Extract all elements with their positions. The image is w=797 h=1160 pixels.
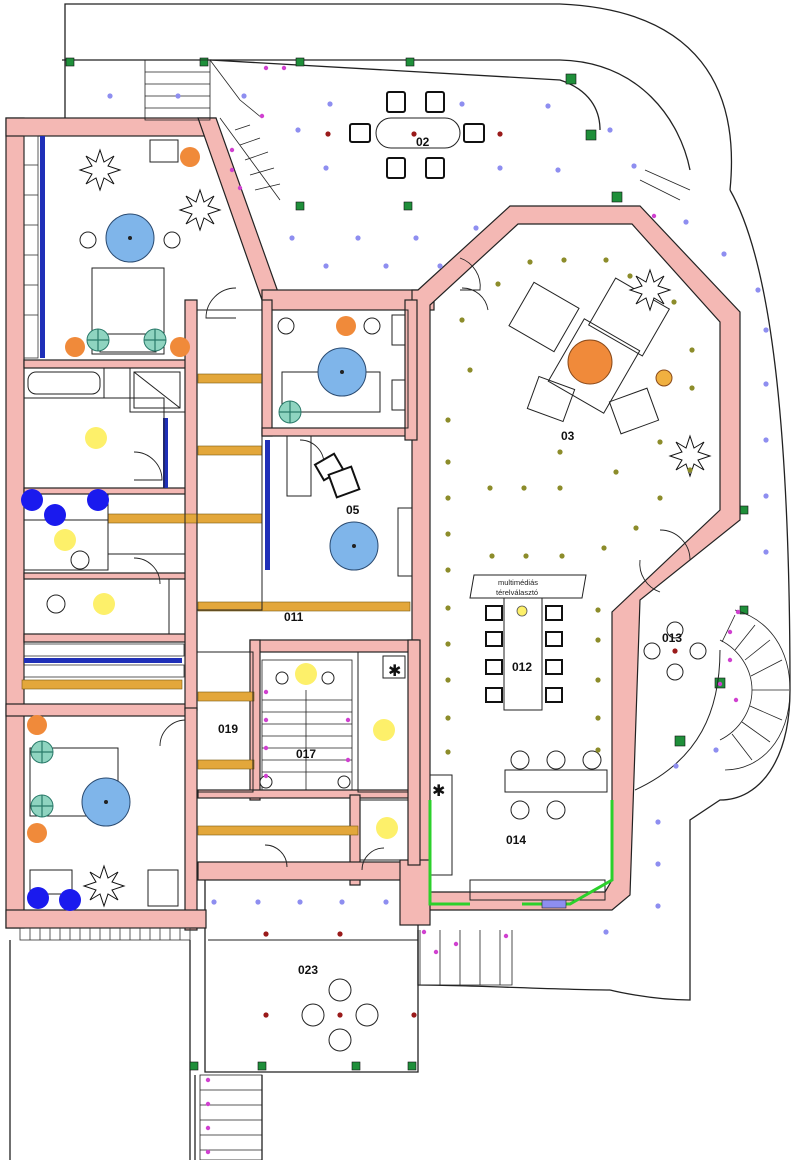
- star-icon: ✱ ✱: [388, 661, 445, 800]
- blue-window-bars: [24, 136, 270, 663]
- room-label-02: 02: [416, 135, 430, 149]
- lilac-dots: [107, 93, 769, 935]
- room-label-011: 011: [284, 610, 304, 624]
- room-label-023: 023: [298, 963, 318, 977]
- plant-icon: [78, 148, 712, 908]
- terrace-outlines: [9, 3, 791, 1160]
- kitchen-appliance: [541, 899, 567, 909]
- room-label-05: 05: [346, 503, 360, 517]
- sign-line-1: multimédiás: [498, 578, 538, 587]
- door-arc-icon: [133, 257, 691, 871]
- room-label-013: 013: [662, 631, 682, 645]
- room-labels: 02 03 05 011 012 013 014 017 019 023: [218, 135, 682, 977]
- round-stool-icons: [46, 231, 707, 1052]
- svg-text:✱: ✱: [388, 661, 401, 680]
- walls: [5, 117, 741, 931]
- dark-blue-spots: [21, 489, 109, 911]
- svg-text:✱: ✱: [432, 781, 445, 800]
- room-label-017: 017: [296, 747, 316, 761]
- room-label-012: 012: [512, 660, 532, 674]
- window-hatches: [19, 135, 191, 941]
- olive-dots: [445, 257, 695, 755]
- multimedia-divider-sign: multimédiás térelválasztó: [496, 578, 538, 597]
- orange-lamps: [27, 147, 673, 843]
- room-label-014: 014: [506, 833, 526, 847]
- teal-lamp-crosses: [31, 329, 301, 817]
- sign-line-2: térelválasztó: [496, 588, 538, 597]
- room-outlines: [23, 117, 721, 941]
- room-label-03: 03: [561, 429, 575, 443]
- stair-icon: [144, 59, 791, 1160]
- yellow-lamps: [54, 427, 528, 839]
- magenta-dots: [205, 65, 741, 1155]
- chair-icons: [349, 91, 563, 703]
- red-dots: [263, 131, 678, 1018]
- room-label-019: 019: [218, 722, 238, 736]
- desk-chair-icon: [313, 452, 361, 499]
